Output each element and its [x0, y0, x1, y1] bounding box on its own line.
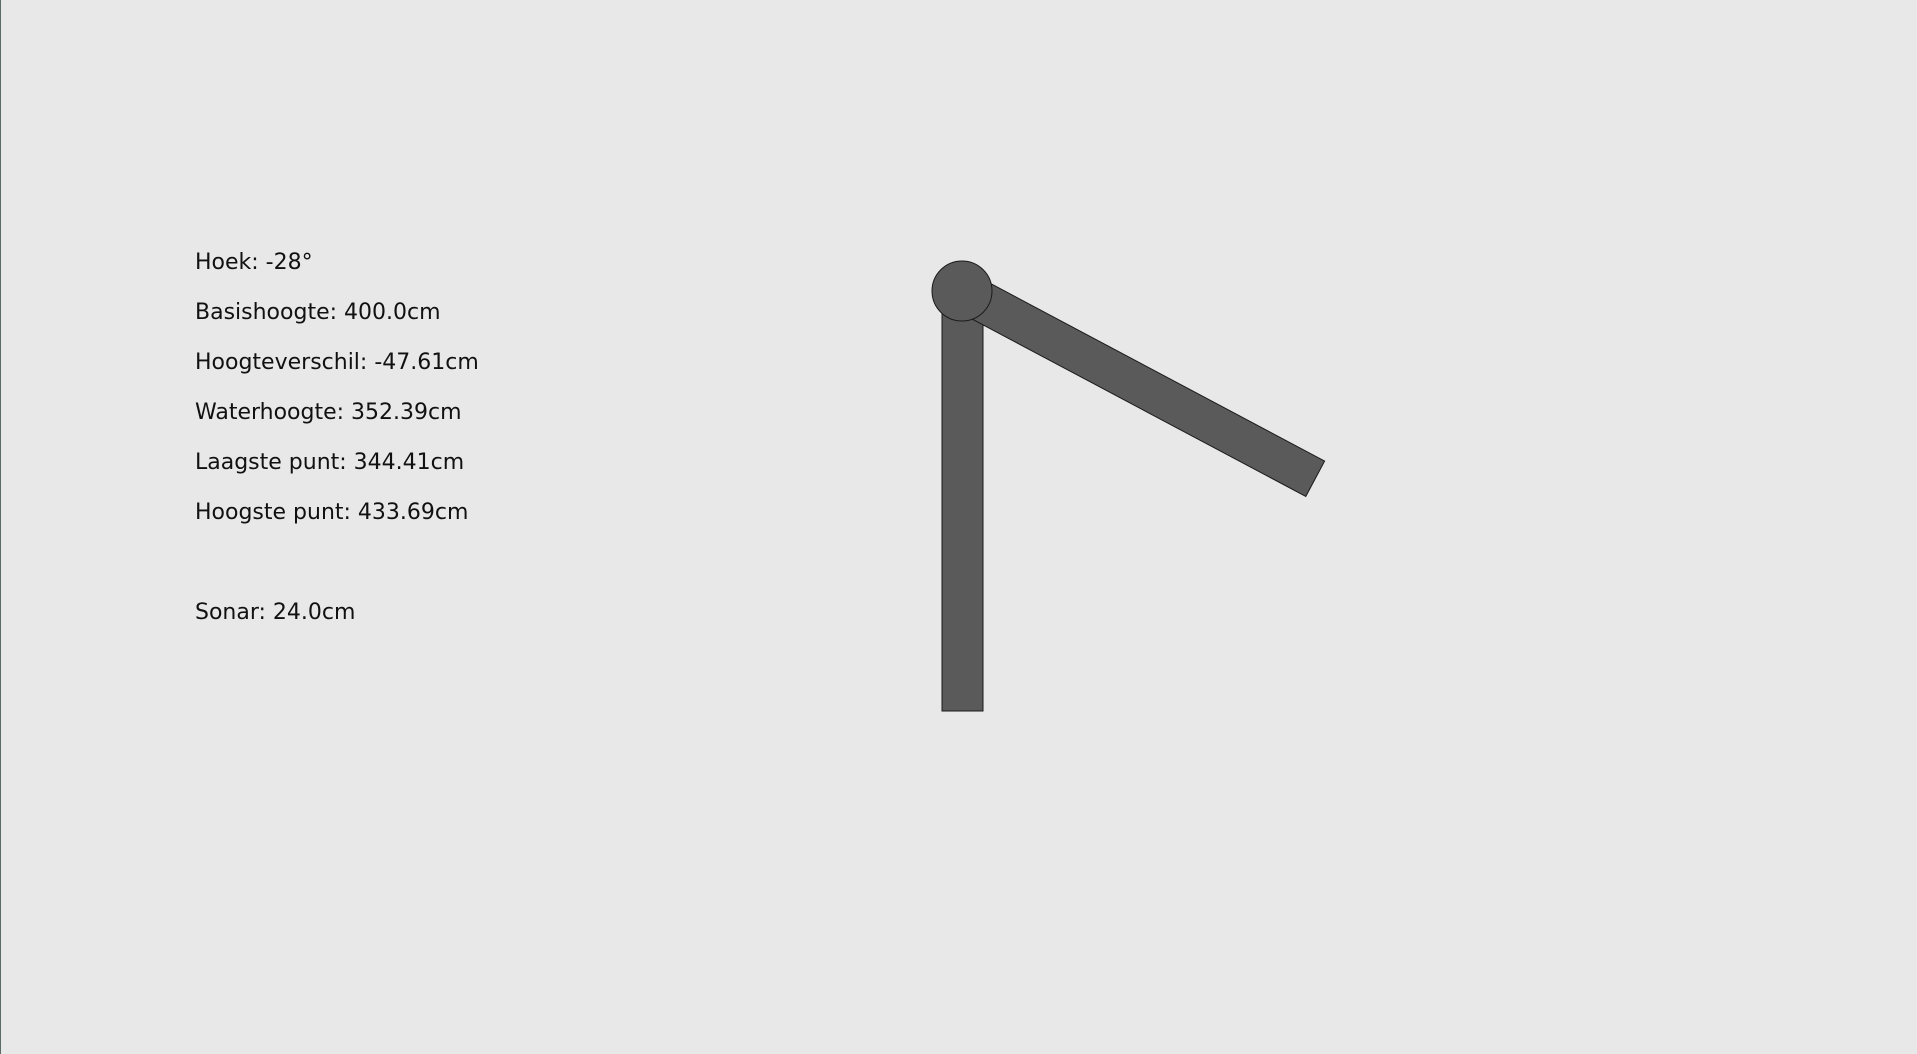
readout-panel: Hoek: -28° Basishoogte: 400.0cm Hoogteve… — [195, 246, 479, 646]
vertical-mast — [941, 299, 984, 712]
height-difference-readout: Hoogteverschil: -47.61cm — [195, 350, 479, 375]
base-height-readout: Basishoogte: 400.0cm — [195, 300, 441, 325]
lowest-point-readout: Laagste punt: 344.41cm — [195, 450, 465, 475]
pivot-joint — [931, 260, 993, 322]
sonar-readout: Sonar: 24.0cm — [195, 600, 356, 625]
pivot-arm — [951, 272, 1326, 498]
water-height-readout: Waterhoogte: 352.39cm — [195, 400, 462, 425]
highest-point-readout: Hoogste punt: 433.69cm — [195, 500, 469, 525]
angle-readout: Hoek: -28° — [195, 250, 313, 275]
